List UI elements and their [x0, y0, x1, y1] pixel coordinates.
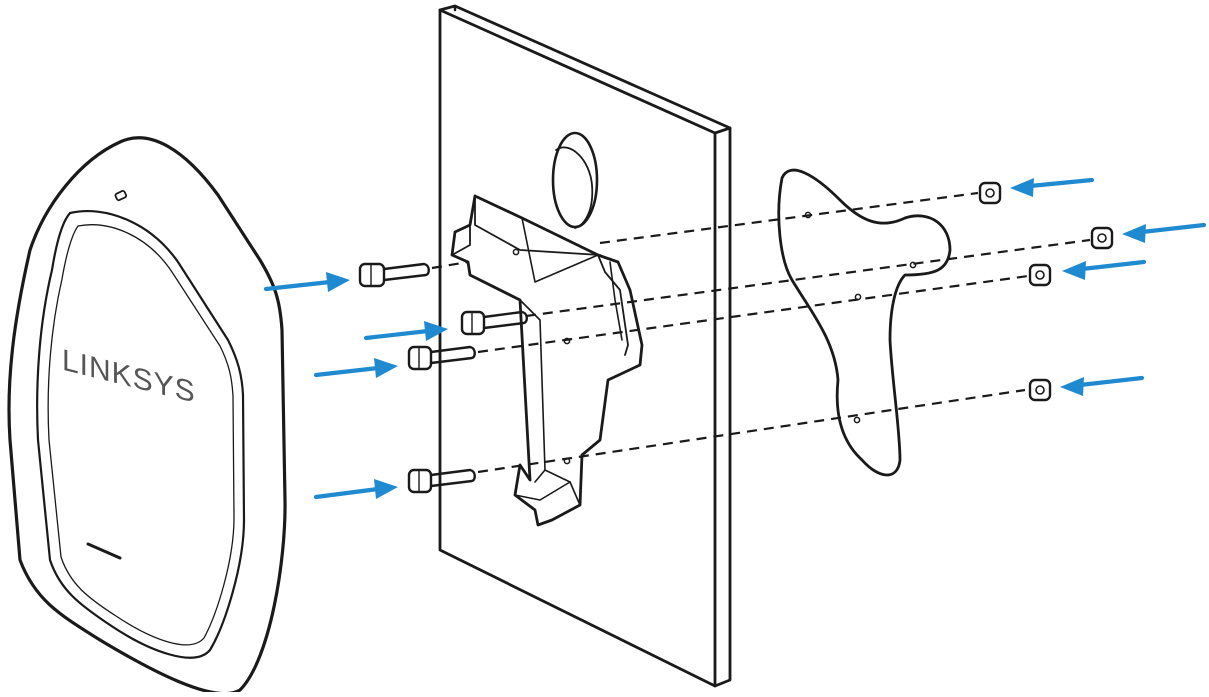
insert-arrow-icon [1060, 375, 1145, 396]
screw-icon [358, 262, 430, 288]
bracket-hole [512, 248, 520, 256]
alignment-guides [431, 191, 1091, 474]
device-shell [7, 136, 287, 696]
insert-arrow-icon [1062, 259, 1147, 280]
screw-icon [460, 310, 528, 336]
nut-icon [1028, 263, 1052, 287]
plate-hole [909, 261, 917, 269]
insert-arrow-icon [363, 321, 448, 341]
device-face-inner [47, 224, 235, 646]
led-light-bar [86, 542, 122, 560]
backing-plate [777, 168, 952, 477]
screw-icon [407, 468, 476, 494]
insert-arrow-icon [263, 272, 350, 292]
nut-icon [978, 181, 1002, 205]
mounting-bracket [450, 194, 644, 527]
plate-hole [853, 416, 861, 424]
nut-icon [1028, 378, 1052, 402]
insert-arrow-icon [313, 479, 398, 500]
wall-panel [438, 4, 732, 688]
status-led-icon [114, 190, 128, 202]
brand-logo: LINKSYS [62, 343, 196, 410]
insert-arrow-icon [313, 358, 398, 378]
screw-icon [407, 345, 476, 371]
access-point-device: LINKSYS [7, 136, 287, 696]
insert-arrow-icon [1122, 222, 1207, 243]
nut-icon [1090, 226, 1114, 250]
insert-arrow-icon [1010, 177, 1095, 197]
device-face-bezel [36, 209, 246, 659]
cable-hole [551, 131, 599, 229]
